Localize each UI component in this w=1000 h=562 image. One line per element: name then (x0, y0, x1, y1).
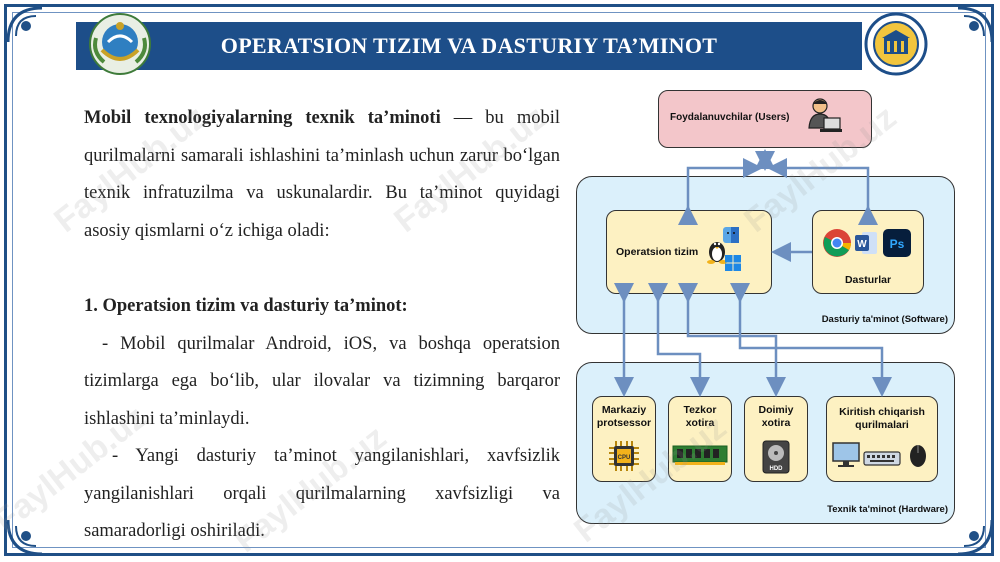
outer-frame (4, 4, 994, 556)
ram-box (668, 396, 732, 482)
storage-label-line1: Doimiy (758, 404, 794, 416)
svg-text:Ps: Ps (890, 237, 905, 251)
hdd-icon: HDD (762, 440, 790, 474)
cpu-label-line1: Markaziy (601, 404, 647, 416)
arrow-os-users (678, 158, 763, 225)
inner-frame (12, 12, 986, 548)
intro-term: Mobil texnologiyalarning texnik ta’minot… (84, 108, 441, 128)
windows-icon (725, 255, 741, 271)
hdd-text: HDD (770, 466, 784, 472)
architecture-diagram: Foydalanuvchilar (Users) Operatsion tizi… (570, 86, 960, 532)
connector-arrows (614, 149, 892, 397)
os-label: Operatsion tizim (616, 246, 699, 258)
arrow-os-ram (648, 283, 710, 397)
cpu-label-line2: protsessor (596, 417, 652, 429)
ram-label-line2: xotira (685, 417, 715, 429)
state-emblem-logo (89, 13, 151, 75)
intro-definition: — bu mobil qurilmalarni samarali ishlash… (84, 108, 561, 241)
body-text: Mobil texnologiyalarning texnik ta’minot… (84, 100, 560, 551)
cpu-chip-text: CPU (618, 455, 631, 461)
ram-label-line1: Tezkor (683, 404, 717, 416)
storage-label-line2: xotira (761, 417, 791, 429)
user-at-laptop-icon (808, 98, 842, 132)
intro-paragraph: Mobil texnologiyalarning texnik ta’minot… (84, 100, 560, 250)
ram-module-icon (672, 445, 728, 465)
io-label-line2: qurilmalari (855, 419, 909, 431)
word-icon: W (855, 232, 877, 254)
linux-penguin-icon (707, 242, 727, 264)
photoshop-icon: Ps (883, 229, 911, 257)
svg-text:W: W (857, 239, 867, 250)
ornament-icon (957, 519, 994, 556)
cpu-box (592, 396, 656, 482)
page-title-text: OPERATSION TIZIM VA DASTURIY TA’MINOT (220, 33, 718, 58)
page-title: OPERATSION TIZIM VA DASTURIY TA’MINOT (76, 22, 862, 70)
hardware-group-label: Texnik ta'minot (Hardware) (827, 504, 948, 515)
arrow-os-io (730, 283, 892, 397)
ornament-icon (6, 519, 43, 556)
io-label-line1: Kiritish chiqarish (839, 406, 925, 418)
bullet-item: - Mobil qurilmalar Android, iOS, va bosh… (84, 333, 560, 429)
mac-finder-icon (723, 227, 739, 243)
bullet-item: - Yangi dasturiy ta’minot yangilanishlar… (84, 446, 560, 541)
users-label: Foydalanuvchilar (Users) (670, 112, 790, 123)
section-heading: 1. Operatsion tizim va dasturiy ta’minot… (84, 296, 408, 316)
io-box (826, 396, 938, 482)
university-logo (864, 12, 928, 76)
cpu-chip-icon: CPU (609, 441, 639, 471)
chrome-icon (823, 229, 851, 257)
arrow-programs-users (767, 158, 878, 225)
ornament-icon (6, 6, 43, 43)
ornament-icon (957, 6, 994, 43)
io-devices-icon (832, 442, 926, 467)
